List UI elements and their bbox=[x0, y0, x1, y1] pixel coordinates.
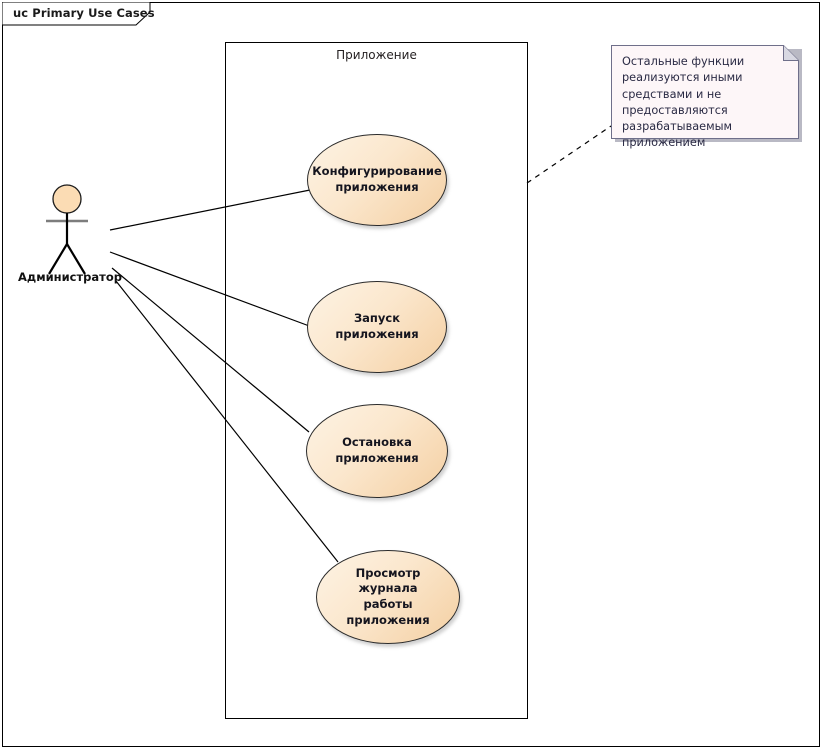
use-case-view-log[interactable]: Просмотр журнала работы приложения bbox=[316, 550, 460, 644]
use-case-stop[interactable]: Остановка приложения bbox=[306, 404, 448, 498]
actor-head-icon bbox=[52, 184, 82, 214]
actor-leg-right-icon bbox=[66, 243, 86, 275]
actor-leg-left-icon bbox=[48, 243, 68, 275]
note-annotation[interactable]: Остальные функции реализуются иными сред… bbox=[611, 45, 802, 149]
actor-label: Администратор bbox=[18, 270, 122, 284]
diagram-frame-tab-shape bbox=[2, 2, 151, 26]
use-case-start-label: Запуск приложения bbox=[335, 311, 419, 341]
system-boundary-label: Приложение bbox=[336, 48, 417, 62]
use-case-start[interactable]: Запуск приложения bbox=[307, 281, 447, 373]
note-shape bbox=[611, 45, 799, 139]
note-text: Остальные функции реализуются иными сред… bbox=[622, 55, 745, 150]
actor-administrator[interactable] bbox=[20, 182, 120, 282]
diagram-title: uc Primary Use Cases bbox=[13, 6, 155, 20]
use-case-view-log-label: Просмотр журнала работы приложения bbox=[346, 565, 430, 627]
use-case-stop-label: Остановка приложения bbox=[335, 435, 419, 465]
use-case-configure[interactable]: Конфигурирование приложения bbox=[307, 134, 447, 226]
use-case-configure-label: Конфигурирование приложения bbox=[312, 164, 442, 194]
